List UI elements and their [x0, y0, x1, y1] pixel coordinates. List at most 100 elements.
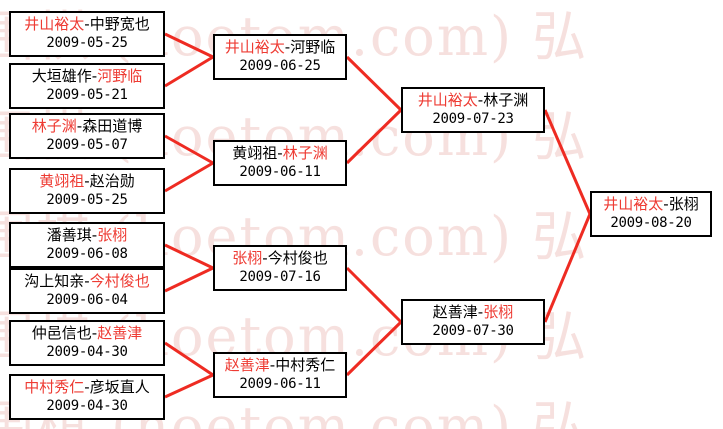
player-separator: - [663, 195, 669, 213]
match-date: 2009-06-25 [239, 57, 321, 74]
match-winner: 张栩 [97, 226, 128, 244]
match-winner: 井山裕太 [224, 38, 285, 56]
match-winner: 赵善津 [224, 356, 270, 374]
match-players: 黄翊祖-赵治勋 [11, 172, 163, 191]
bracket-connector-r2m1-to-r3m1 [345, 55, 403, 112]
bracket-connector-r3m1-to-r4m1 [543, 109, 592, 215]
player-separator: - [91, 324, 98, 342]
match-winner: 中村秀仁 [24, 378, 85, 396]
match-winner: 河野临 [97, 67, 143, 85]
match-date: 2009-07-23 [432, 110, 514, 127]
player-separator: - [477, 303, 484, 321]
match-winner: 赵善津 [97, 324, 143, 342]
match-winner: 张栩 [483, 303, 514, 321]
match-players: 井山裕太-张栩 [592, 195, 710, 214]
match-players: 黄翊祖-林子渊 [215, 144, 345, 163]
player-separator: - [91, 226, 98, 244]
player-separator: - [477, 91, 484, 109]
match-winner: 今村俊也 [89, 272, 150, 290]
bracket-connector-r1m1-to-r2m1 [164, 32, 214, 59]
match-date: 2009-05-21 [46, 86, 128, 103]
match-loser: 今村俊也 [267, 249, 328, 267]
bracket-connector-r1m3-to-r2m2 [164, 134, 214, 165]
bracket-connector-r1m8-to-r2m4 [164, 373, 214, 399]
player-separator: - [269, 356, 276, 374]
match-date: 2009-06-08 [46, 245, 128, 262]
player-separator: - [84, 378, 90, 396]
match-loser: 河野临 [290, 38, 336, 56]
match-players: 大垣雄作-河野临 [11, 67, 163, 86]
player-separator: - [84, 172, 90, 190]
player-separator: - [262, 249, 268, 267]
match-loser: 森田道博 [82, 117, 143, 135]
bracket-connector-r1m2-to-r2m1 [164, 55, 214, 88]
match-players: 林子渊-森田道博 [11, 117, 163, 136]
match-players: 井山裕太-河野临 [215, 38, 345, 57]
player-separator: - [277, 144, 283, 162]
match-players: 仲邑信也-赵善津 [11, 324, 163, 343]
match-date: 2009-07-16 [239, 268, 321, 285]
match-winner: 黄翊祖 [39, 172, 85, 190]
bracket-connector-r3m2-to-r4m1 [543, 213, 592, 323]
bracket-connector-r1m4-to-r2m2 [164, 161, 214, 193]
match-loser: 黄翊祖 [232, 144, 278, 162]
match-winner: 林子渊 [31, 117, 77, 135]
player-separator: - [84, 15, 90, 33]
match-players: 张栩-今村俊也 [215, 249, 345, 268]
bracket-connector-r2m4-to-r3m2 [345, 320, 403, 377]
match-players: 赵善津-中村秀仁 [215, 356, 345, 375]
player-separator: - [84, 272, 90, 290]
match-date: 2009-05-25 [46, 191, 128, 208]
player-separator: - [284, 38, 291, 56]
match-players: 赵善津-张栩 [403, 303, 543, 322]
match-loser: 大垣雄作 [31, 67, 92, 85]
bracket-connector-r2m3-to-r3m2 [345, 266, 403, 324]
bracket-connector-r1m5-to-r2m3 [164, 243, 214, 270]
match-winner: 井山裕太 [417, 91, 478, 109]
match-loser: 潘善琪 [46, 226, 92, 244]
match-loser: 沟上知亲 [24, 272, 85, 290]
match-winner: 张栩 [232, 249, 263, 267]
match-winner: 井山裕太 [603, 195, 664, 213]
match-date: 2009-04-30 [46, 343, 128, 360]
match-loser: 赵善津 [432, 303, 478, 321]
match-date: 2009-06-11 [239, 163, 321, 180]
match-loser: 林子渊 [483, 91, 529, 109]
player-separator: - [76, 117, 83, 135]
match-winner: 林子渊 [282, 144, 328, 162]
match-loser: 张栩 [668, 195, 699, 213]
match-loser: 赵治勋 [89, 172, 135, 190]
match-date: 2009-06-11 [239, 375, 321, 392]
match-date: 2009-05-07 [46, 136, 128, 153]
match-players: 中村秀仁-彦坂直人 [11, 378, 163, 397]
match-players: 潘善琪-张栩 [11, 226, 163, 245]
match-players: 井山裕太-中野宽也 [11, 15, 163, 34]
match-players: 沟上知亲-今村俊也 [11, 272, 163, 291]
player-separator: - [91, 67, 98, 85]
match-loser: 彦坂直人 [89, 378, 150, 396]
bracket-connector-r2m2-to-r3m1 [345, 108, 403, 165]
match-winner: 井山裕太 [24, 15, 85, 33]
match-loser: 仲邑信也 [31, 324, 92, 342]
bracket-connector-r1m7-to-r2m4 [164, 341, 214, 377]
match-date: 2009-06-04 [46, 291, 128, 308]
bracket-connector-r1m6-to-r2m3 [164, 266, 214, 293]
match-loser: 中村秀仁 [275, 356, 336, 374]
match-date: 2009-04-30 [46, 397, 128, 414]
